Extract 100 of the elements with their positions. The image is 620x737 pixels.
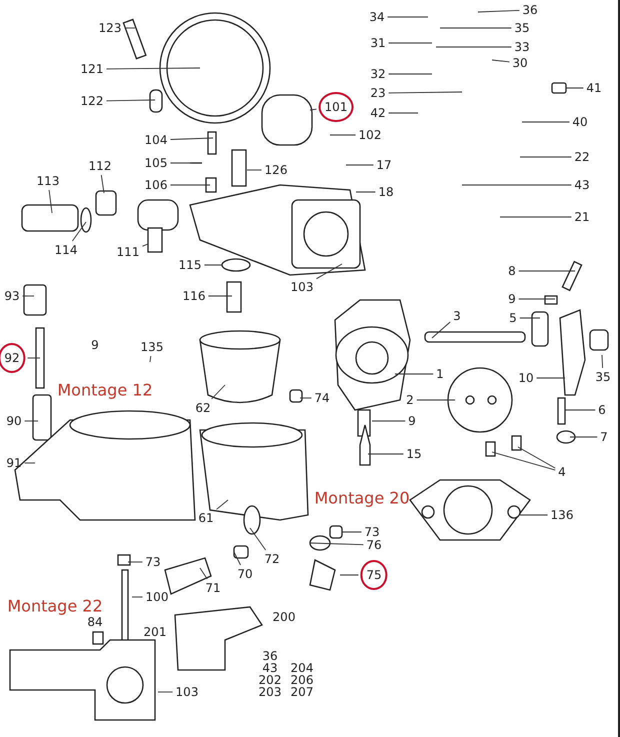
leader-line (518, 446, 556, 469)
leader-line (48, 190, 52, 214)
callout-number: 103 (290, 280, 314, 294)
callout-number: 40 (571, 115, 589, 129)
callout-number: 104 (144, 133, 168, 147)
callout-number: 21 (573, 210, 591, 224)
callout-number: 73 (144, 555, 162, 569)
leader-line (520, 156, 572, 158)
leader-line (310, 108, 317, 110)
callout-number: 7 (599, 430, 609, 444)
leader-line (170, 184, 210, 186)
leader-line (570, 436, 598, 438)
leader-line (211, 384, 226, 400)
callout-number: 4 (557, 465, 567, 479)
callout-number: 111 (116, 245, 140, 259)
callout-number: 35 (594, 370, 612, 384)
callout-number: 6 (597, 403, 607, 417)
leader-line (388, 42, 432, 44)
leader-line (518, 270, 576, 272)
leader-line (216, 500, 228, 510)
callout-number: 30 (511, 56, 529, 70)
part-number: 84 (87, 615, 103, 629)
callout-number: 102 (358, 128, 382, 142)
leader-line (250, 528, 266, 550)
callout-number: 42 (369, 106, 387, 120)
leader-line (234, 552, 241, 566)
callout-number: 122 (80, 94, 104, 108)
leader-line (602, 354, 604, 368)
part-number: 9 (91, 338, 99, 352)
callout-number: 72 (263, 552, 281, 566)
leader-line (150, 356, 152, 362)
callout-number: 43 (573, 178, 591, 192)
callout-number: 73 (363, 525, 381, 539)
callout-number: 17 (375, 158, 393, 172)
leader-line (106, 100, 156, 102)
part-number: 201 (144, 625, 166, 639)
callout-number: 126 (264, 163, 288, 177)
callout-number: 2 (405, 393, 415, 407)
part-number: 36 (262, 649, 278, 663)
callout-number: 35 (513, 21, 531, 35)
leader-line (432, 322, 451, 338)
part-number: 207 (290, 685, 314, 699)
leader-line (170, 162, 192, 164)
callout-number: 136 (550, 508, 574, 522)
leader-line (100, 174, 104, 194)
callout-number: 15 (405, 447, 423, 461)
leader-line (388, 92, 462, 94)
callout-number: 3 (452, 309, 462, 323)
callout-number: 114 (54, 243, 78, 257)
leader-line (340, 574, 359, 576)
leader-line (132, 596, 143, 598)
callout-number: 22 (573, 150, 591, 164)
part-number: 204 (290, 661, 314, 675)
leader-line (142, 244, 148, 247)
part-number: 203 (258, 685, 282, 699)
leader-line (500, 216, 572, 218)
leader-line (462, 184, 572, 186)
callout-number: 10 (517, 371, 535, 385)
callout-number: 75 (360, 560, 388, 590)
leader-line (106, 68, 200, 70)
callout-number: 115 (178, 258, 202, 272)
leader-line (478, 10, 520, 12)
callout-number: 70 (236, 567, 254, 581)
callout-number: 32 (369, 67, 387, 81)
leader-line (372, 420, 406, 422)
callout-number: 1 (435, 367, 445, 381)
callout-number: 9 (407, 414, 417, 428)
assembly-note: Montage 20 (314, 488, 410, 508)
callout-number: 135 (140, 340, 164, 354)
callout-number: 36 (521, 3, 539, 17)
callout-number: 113 (36, 174, 60, 188)
callout-number: 62 (194, 401, 212, 415)
callout-number: 8 (507, 264, 517, 278)
assembly-note: Montage 12 (57, 380, 153, 400)
callout-number: 76 (365, 538, 383, 552)
leader-line (170, 138, 214, 140)
leader-line (330, 134, 356, 136)
callout-number: 121 (80, 62, 104, 76)
leader-line (387, 16, 428, 18)
callout-number: 106 (144, 178, 168, 192)
leader-line (492, 60, 510, 62)
leader-line (24, 420, 38, 422)
callout-number: 9 (507, 292, 517, 306)
leader-line (316, 264, 342, 280)
callout-number: 123 (98, 21, 122, 35)
callout-number: 18 (377, 185, 395, 199)
part-number: 202 (258, 673, 282, 687)
assembly-note: Montage 22 (7, 596, 103, 616)
callout-number: 100 (144, 590, 170, 604)
callout-number: 105 (144, 156, 168, 170)
leader-line (24, 462, 36, 464)
callout-number: 74 (313, 391, 331, 405)
leader-line (200, 568, 208, 580)
leader-line (518, 298, 556, 300)
callout-number: 61 (197, 511, 215, 525)
callout-number: 90 (5, 414, 23, 428)
leader-line (310, 542, 364, 546)
callout-number: 92 (0, 343, 26, 373)
callout-number: 41 (585, 81, 603, 95)
part-number: 206 (290, 673, 314, 687)
